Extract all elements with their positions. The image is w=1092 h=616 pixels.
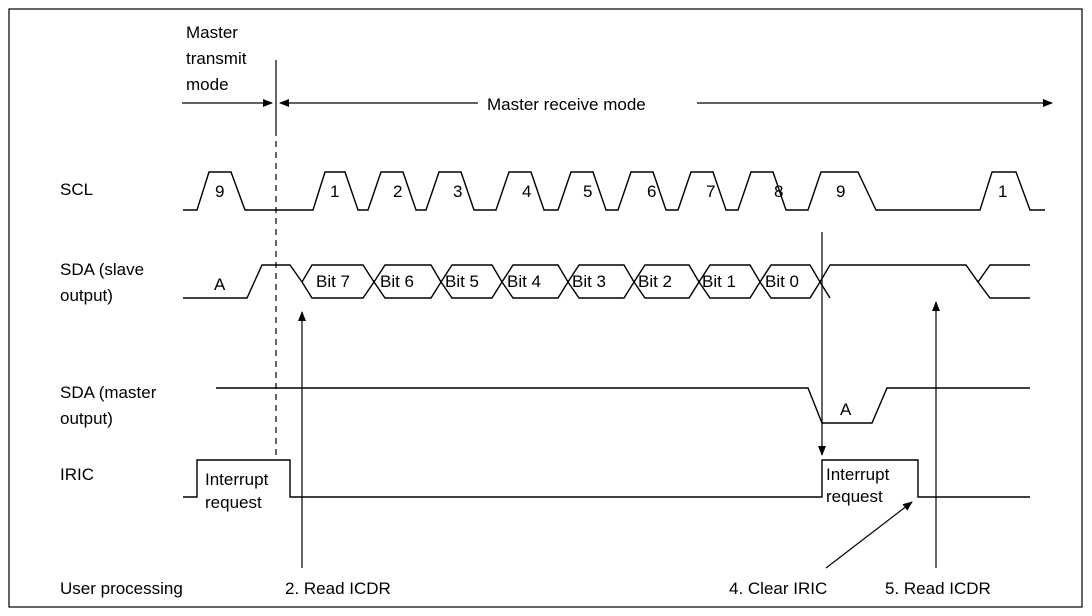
scl-pulse-label: 1 xyxy=(998,182,1007,201)
scl-pulse-label: 7 xyxy=(706,182,715,201)
sda-slave-release-low xyxy=(819,281,1030,299)
sda-master-label-1: SDA (master xyxy=(60,383,157,402)
sda-bit-label: Bit 4 xyxy=(507,272,541,291)
transmit-mode-line-2: transmit xyxy=(186,49,247,68)
sda-slave-release-high xyxy=(819,264,1030,284)
scl-waveform xyxy=(183,171,1045,211)
scl-pulse-label: 3 xyxy=(453,182,462,201)
transmit-mode-line-1: Master xyxy=(186,23,238,42)
step-5-read-icdr: 5. Read ICDR xyxy=(885,579,991,598)
receive-mode-label: Master receive mode xyxy=(487,95,646,114)
interrupt-request-1-line-2: request xyxy=(205,493,262,512)
interrupt-request-2-line-1: Interrupt xyxy=(826,465,890,484)
sda-bit-label: Bit 1 xyxy=(702,272,736,291)
scl-pulse-label: 5 xyxy=(583,182,592,201)
scl-pulse-label: 1 xyxy=(330,182,339,201)
sda-slave-low xyxy=(183,264,303,299)
scl-label: SCL xyxy=(60,180,93,199)
scl-pulse-label: 6 xyxy=(647,182,656,201)
step-4-clear-iric: 4. Clear IRIC xyxy=(729,579,827,598)
sda-bit-label: Bit 2 xyxy=(638,272,672,291)
sda-bit-label: Bit 6 xyxy=(380,272,414,291)
sda-slave-label-2: output) xyxy=(60,286,113,305)
iric-label: IRIC xyxy=(60,465,94,484)
diagram-frame xyxy=(8,8,1083,608)
sda-master-label-2: output) xyxy=(60,409,113,428)
sda-slave-bits: Bit 7 Bit 6 Bit 5 Bit 4 Bit 3 Bit 2 Bit … xyxy=(316,272,799,291)
interrupt-request-2-line-2: request xyxy=(826,487,883,506)
clear-iric-arrow xyxy=(825,501,913,569)
scl-pulse-label: 9 xyxy=(215,182,224,201)
sda-bit-label: Bit 7 xyxy=(316,272,350,291)
sda-bit-label: Bit 5 xyxy=(445,272,479,291)
sda-slave-ack: A xyxy=(214,275,226,294)
scl-pulse-labels: 9 1 2 3 4 5 6 7 8 9 1 xyxy=(215,182,1007,201)
interrupt-request-1-line-1: Interrupt xyxy=(205,470,269,489)
sda-bit-label: Bit 3 xyxy=(572,272,606,291)
iric-waveform xyxy=(183,459,1030,498)
step-2-read-icdr: 2. Read ICDR xyxy=(285,579,391,598)
sda-slave-bit-lower xyxy=(301,280,821,299)
scl-pulse-label: 8 xyxy=(774,182,783,201)
scl-pulse-label: 9 xyxy=(836,182,845,201)
sda-bit-label: Bit 0 xyxy=(765,272,799,291)
sda-master-waveform xyxy=(216,387,1030,424)
transmit-mode-line-3: mode xyxy=(186,75,229,94)
user-processing-label: User processing xyxy=(60,579,183,598)
scl-pulse-label: 4 xyxy=(522,182,531,201)
transmit-mode-label: Master transmit mode xyxy=(186,23,247,94)
sda-slave-label-1: SDA (slave xyxy=(60,260,144,279)
sda-master-ack: A xyxy=(840,400,852,419)
scl-pulse-label: 2 xyxy=(393,182,402,201)
